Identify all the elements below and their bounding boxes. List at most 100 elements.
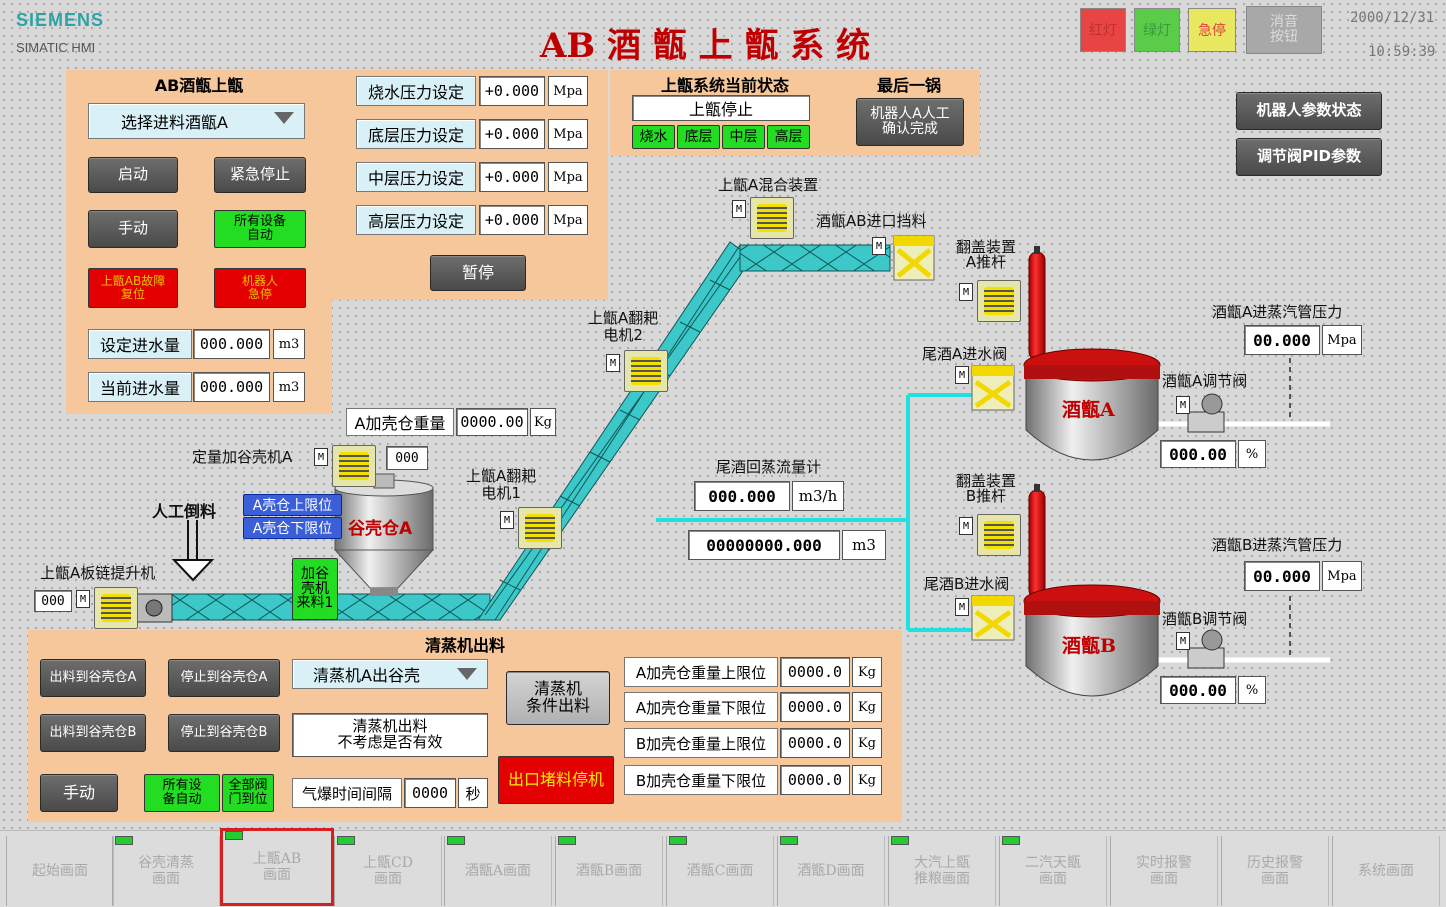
steamer-select-dropdown[interactable]: 清蒸机A出谷壳 [292, 659, 488, 689]
manual-button[interactable]: 手动 [88, 210, 178, 248]
nav-upper-cd[interactable]: 上甑CD 画面 [334, 836, 442, 906]
valve-a-display: 000.00 [1160, 440, 1236, 468]
flip-rod-b [1028, 484, 1046, 599]
nav-history-label: 历史报警 画面 [1247, 854, 1303, 887]
stop-a-label: 停止到谷壳仓A [180, 670, 268, 686]
lamp-green[interactable]: 绿灯 [1134, 8, 1180, 52]
flip-a-motor[interactable] [977, 280, 1021, 322]
mute-button[interactable]: 消音 按钮 [1246, 6, 1322, 54]
nav-start-page[interactable]: 起始画面 [6, 836, 114, 906]
robot-params-button[interactable]: 机器人参数状态 [1236, 92, 1382, 130]
mixer-motor[interactable] [750, 197, 794, 239]
flip-b-m-box: M [959, 517, 973, 535]
robot-confirm-button[interactable]: 机器人A人工 确认完成 [856, 98, 964, 146]
simatic-hmi-label: SIMATIC HMI [16, 40, 96, 55]
valve-b-graphic [1187, 629, 1225, 669]
chain-m-box: M [76, 590, 90, 608]
nav-husk-steam[interactable]: 谷壳清蒸 画面 [112, 836, 220, 906]
cur-water-label: 当前进水量 [88, 372, 192, 402]
cur-water-text: 当前进水量 [99, 379, 180, 398]
all-auto-button[interactable]: 所有设备 自动 [214, 210, 306, 248]
blast-interval-input[interactable]: 0000 [404, 778, 456, 808]
nav-led-icon [669, 836, 687, 845]
inlet-m-box: M [872, 237, 886, 255]
pressure-row-0-input[interactable]: +0.000 [479, 76, 545, 106]
nav-realtime-alarm[interactable]: 实时报警 画面 [1110, 836, 1218, 906]
husk-weight-display: 0000.00 [456, 408, 528, 436]
limit-row-3-input[interactable]: 0000.0 [780, 765, 850, 795]
limit-row-1-input[interactable]: 0000.0 [780, 692, 850, 722]
start-button[interactable]: 启动 [88, 157, 178, 193]
feed-tag: 加谷 壳机 来料1 [292, 558, 338, 620]
flip-b-motor[interactable] [977, 514, 1021, 556]
lamp-estop[interactable]: 急停 [1188, 8, 1236, 52]
nav-upper-ab[interactable]: 上甑AB 画面 [220, 828, 334, 906]
valve-a-graphic [1187, 393, 1225, 433]
tank-a-label[interactable]: 酒甑A [1062, 399, 1115, 421]
pressure-row-1-input[interactable]: +0.000 [479, 119, 545, 149]
nav-tank-a[interactable]: 酒甑A画面 [444, 836, 552, 906]
steam-a-unit: Mpa [1322, 325, 1362, 355]
pid-params-button[interactable]: 调节阀PID参数 [1236, 138, 1382, 176]
valve-b-display: 000.00 [1160, 676, 1236, 704]
set-water-input[interactable]: 000.000 [193, 329, 270, 359]
nav-husk-label: 谷壳清蒸 画面 [138, 854, 194, 887]
robot-estop-button[interactable]: 机器人 急停 [214, 268, 306, 308]
conditional-discharge-button[interactable]: 清蒸机 条件出料 [506, 671, 610, 725]
nav-tank-c-label: 酒甑C画面 [686, 862, 754, 879]
tank-b-label[interactable]: 酒甑B [1062, 635, 1117, 657]
layer-indicator-2: 中层 [722, 125, 765, 149]
steam-a-label: 酒甑A进蒸汽管压力 [1212, 303, 1343, 321]
flip-motor-2[interactable] [624, 350, 668, 392]
page-title: AB 酒 甑 上 甑 系 统 [540, 26, 871, 66]
out-to-silo-b-button[interactable]: 出料到谷壳仓B [40, 714, 146, 752]
nav-tank-c[interactable]: 酒甑C画面 [666, 836, 774, 906]
nav-led-icon [780, 836, 798, 845]
chain-lift-label: 上甑A板链提升机 [40, 564, 156, 582]
chain-lift-motor[interactable] [94, 587, 138, 629]
mixer-label: 上甑A混合装置 [718, 176, 819, 194]
stop-to-silo-b-button[interactable]: 停止到谷壳仓B [168, 714, 280, 752]
cur-water-unit: m3 [273, 372, 305, 402]
nav-tank-b[interactable]: 酒甑B画面 [555, 836, 663, 906]
nav-big-steam[interactable]: 大汽上甑 推粮画面 [888, 836, 996, 906]
fault-reset-button[interactable]: 上甑AB故障 复位 [88, 268, 178, 308]
nav-realtime-label: 实时报警 画面 [1136, 854, 1192, 887]
pause-button[interactable]: 暂停 [430, 255, 526, 291]
stop-to-silo-a-button[interactable]: 停止到谷壳仓A [168, 659, 280, 697]
select-feed-dropdown[interactable]: 选择进料酒甑A [88, 103, 305, 139]
nav-led-icon [225, 831, 243, 840]
emergency-stop-button[interactable]: 紧急停止 [214, 157, 306, 193]
limit-row-0-input[interactable]: 0000.0 [780, 657, 850, 687]
lamp-red-label: 红灯 [1089, 23, 1117, 39]
nav-history-alarm[interactable]: 历史报警 画面 [1221, 836, 1329, 906]
limit-row-2-input[interactable]: 0000.0 [780, 728, 850, 758]
flip-b-label: 翻盖装置 B推杆 [956, 472, 1017, 505]
discharge-title: 清蒸机出料 [424, 636, 505, 655]
tank-b-graphic [1023, 584, 1161, 697]
discharge-note: 清蒸机出料 不考虑是否有效 [292, 713, 488, 757]
valve-a-m-box: M [1176, 396, 1190, 414]
out-to-silo-a-button[interactable]: 出料到谷壳仓A [40, 659, 146, 697]
bottom-manual-button[interactable]: 手动 [40, 774, 118, 812]
pressure-row-2-input[interactable]: +0.000 [479, 162, 545, 192]
dosing-motor[interactable] [332, 445, 376, 487]
nav-second-steam[interactable]: 二汽天甑 画面 [999, 836, 1107, 906]
bottom-manual-label: 手动 [62, 782, 95, 802]
steamer-select-value: 清蒸机A出谷壳 [313, 666, 420, 685]
flip-motor-1[interactable] [518, 507, 562, 549]
flow-total-display: 00000000.000 [688, 530, 840, 560]
inlet-block-label: 酒甑AB进口挡料 [816, 212, 927, 230]
pressure-row-3-input[interactable]: +0.000 [479, 205, 545, 235]
bottom-all-auto-button[interactable]: 所有设 备自动 [144, 774, 220, 812]
limit-row-0-unit: Kg [852, 657, 882, 687]
tail-a-label: 尾酒A进水阀 [922, 345, 1008, 363]
lamp-red[interactable]: 红灯 [1080, 8, 1126, 52]
cur-water-display: 000.000 [193, 372, 270, 402]
nav-tank-d[interactable]: 酒甑D画面 [777, 836, 885, 906]
steam-b-label: 酒甑B进蒸汽管压力 [1212, 536, 1343, 554]
set-water-label: 设定进水量 [88, 329, 192, 359]
nav-system[interactable]: 系统画面 [1332, 836, 1440, 906]
pause-label: 暂停 [461, 262, 494, 282]
nav-second-steam-label: 二汽天甑 画面 [1025, 854, 1081, 887]
